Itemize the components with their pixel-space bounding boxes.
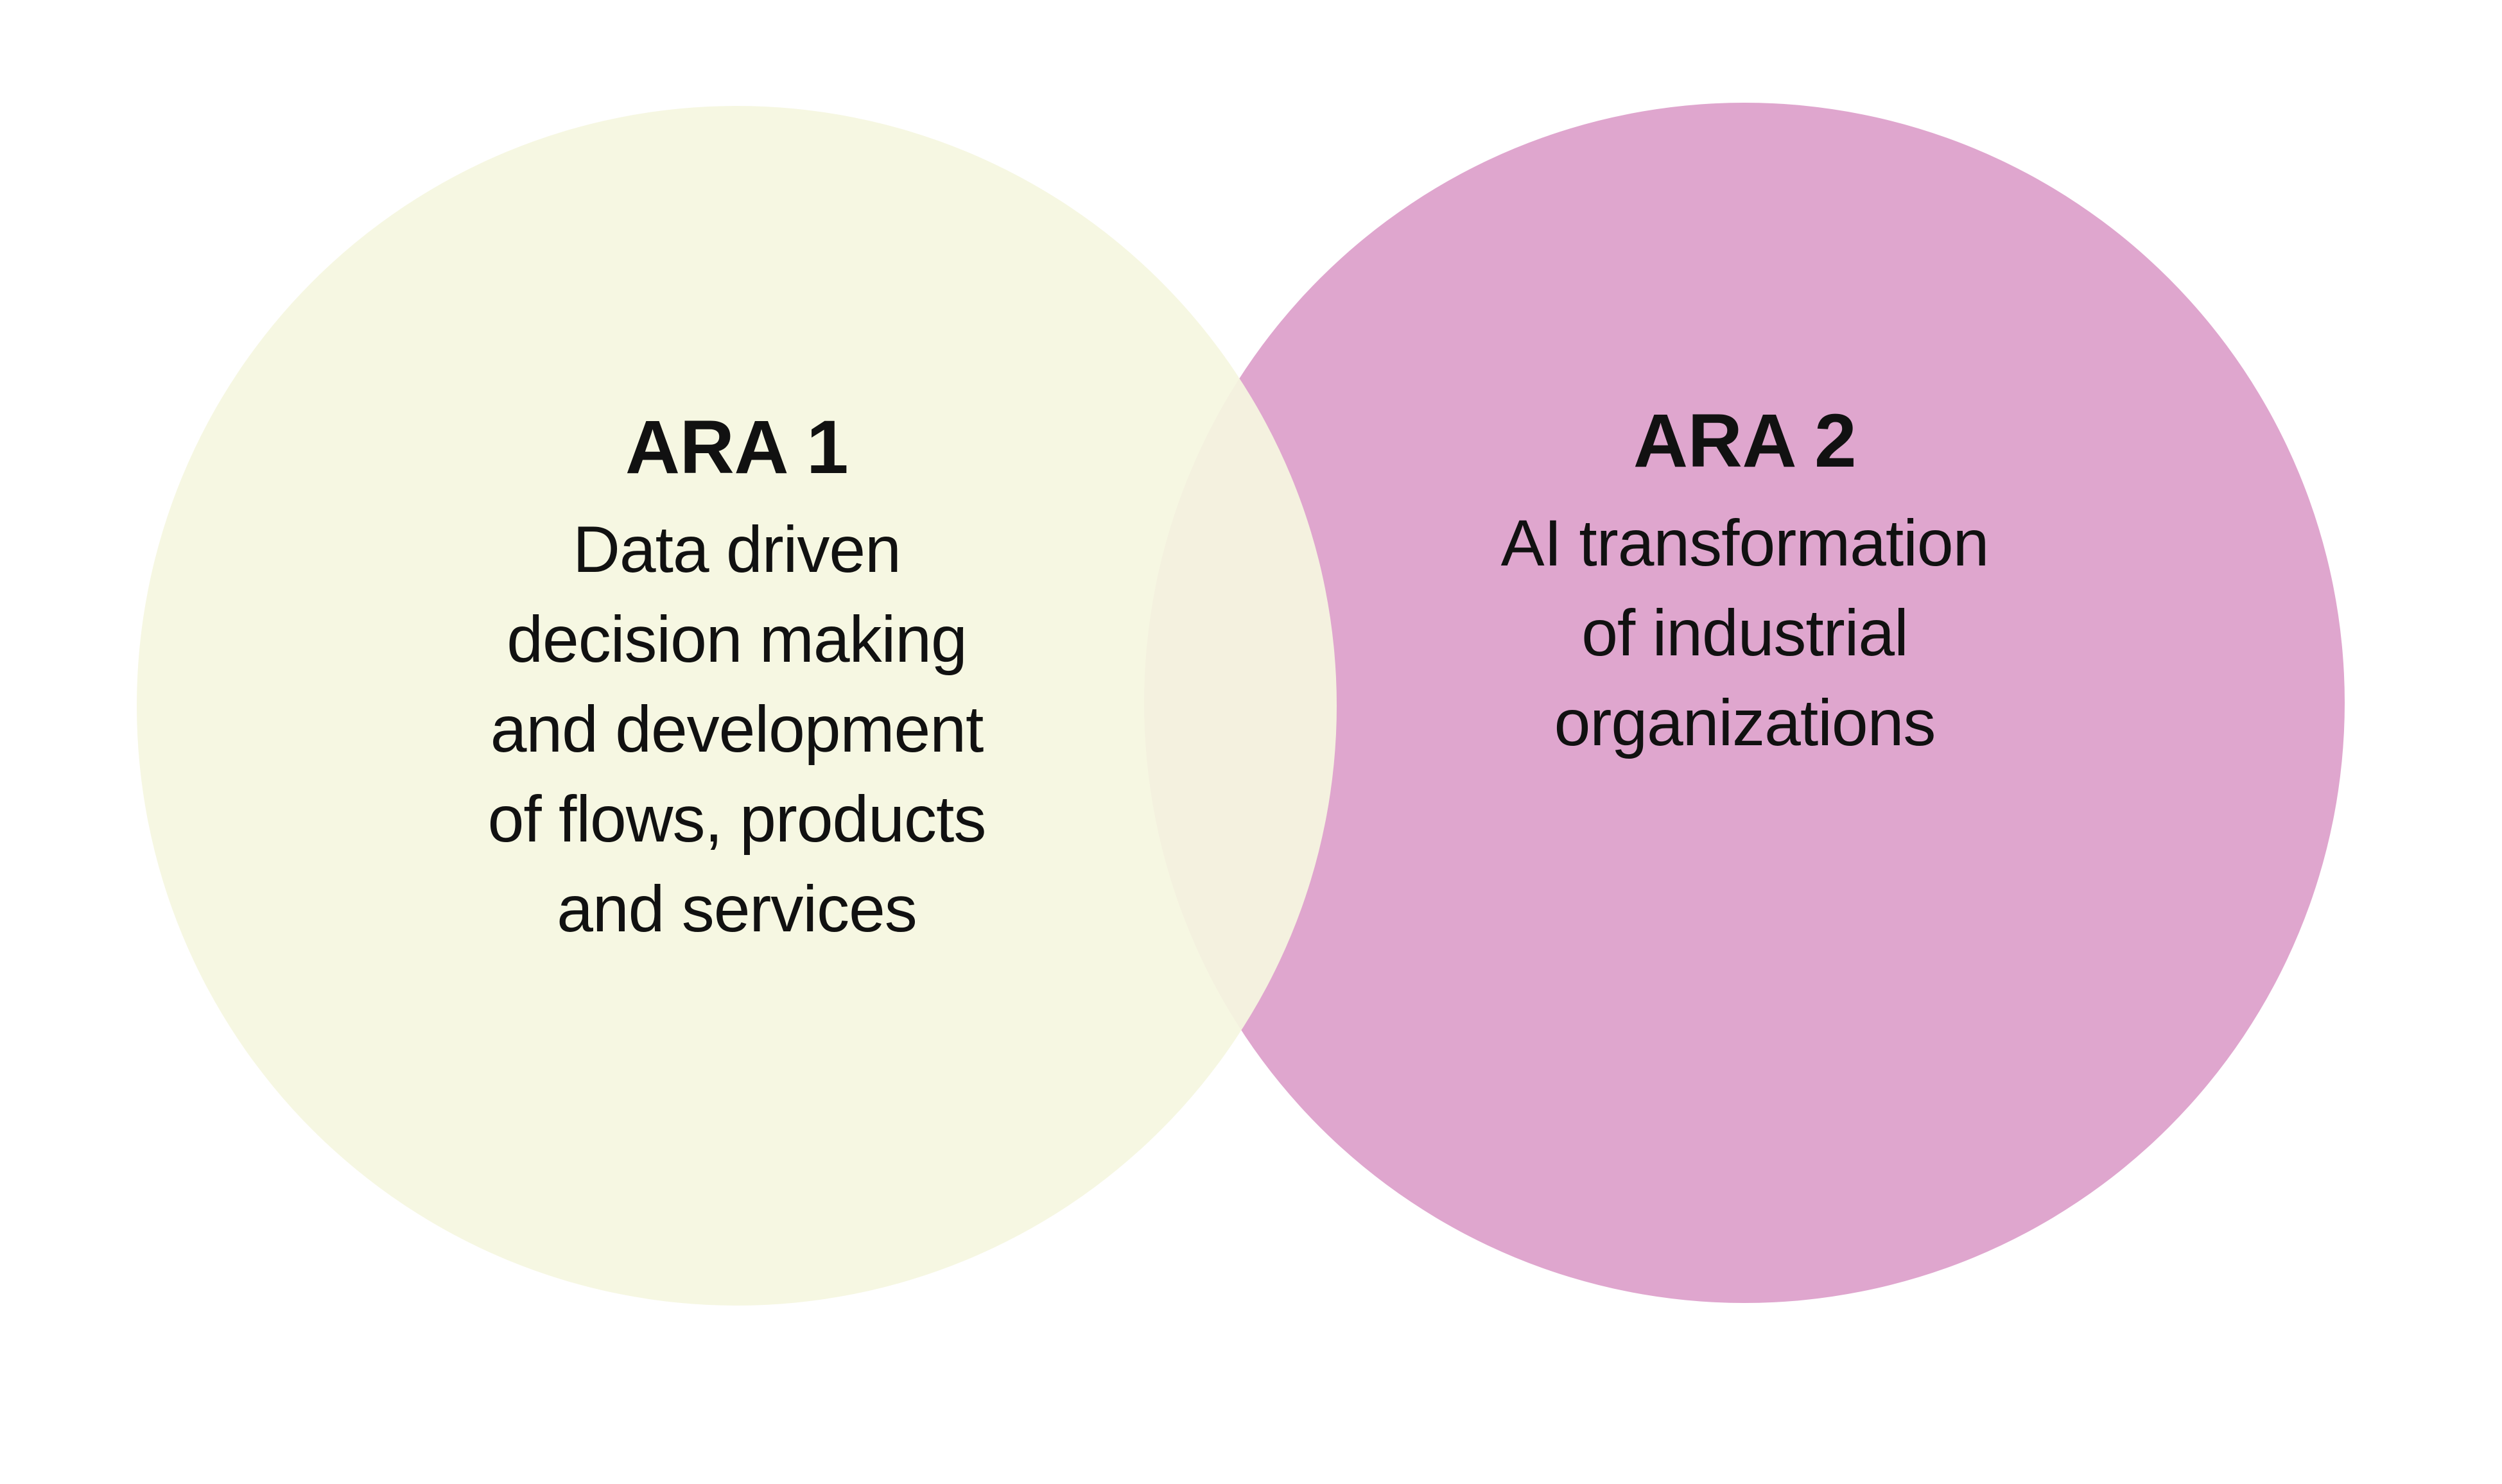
ara-2-description-line-3: organizations — [1554, 686, 1936, 759]
ara-1-description-line-2: decision making — [507, 603, 967, 676]
ara-2-description: AI transformation of industrial organiza… — [1393, 498, 2096, 768]
venn-circle-ara-2 — [1144, 103, 2345, 1303]
ara-2-description-line-1: AI transformation — [1500, 506, 1990, 580]
ara-1-description-line-5: and services — [557, 872, 917, 945]
ara-1-title: ARA 1 — [625, 405, 849, 490]
ara-2-description-line-2: of industrial — [1581, 596, 1909, 669]
ara-1-description-line-3: and development — [490, 693, 984, 766]
ara-1-description-line-1: Data driven — [573, 513, 901, 586]
ara-1-description-line-4: of flows, products — [487, 782, 987, 856]
venn-label-ara-2: ARA 2 AI transformation of industrial or… — [1393, 398, 2096, 768]
ara-2-title: ARA 2 — [1633, 399, 1857, 483]
venn-circle-ara-1 — [137, 106, 1337, 1306]
ara-1-description: Data driven decision making and developm… — [385, 505, 1088, 954]
venn-label-ara-1: ARA 1 Data driven decision making and de… — [385, 404, 1088, 954]
